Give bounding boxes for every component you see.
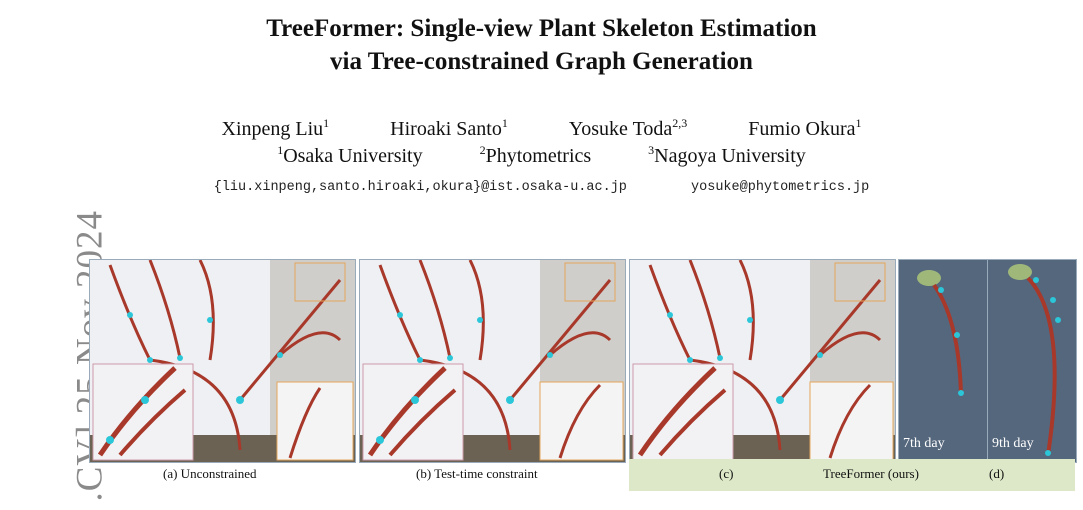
plant-image-c xyxy=(630,260,895,462)
figure-panel-b xyxy=(359,259,626,463)
figure-panel-a xyxy=(89,259,356,463)
caption-band xyxy=(629,459,1075,491)
day-label-7: 7th day xyxy=(903,436,945,451)
title-line-1: TreeFormer: Single-view Plant Skeleton E… xyxy=(266,15,817,42)
seedling-image-day9 xyxy=(988,260,1076,462)
title-line-2: via Tree-constrained Graph Generation xyxy=(330,48,753,75)
paper-title: TreeFormer: Single-view Plant Skeleton E… xyxy=(0,12,1083,78)
email: yosuke@phytometrics.jp xyxy=(691,180,870,195)
plant-image-a xyxy=(90,260,355,462)
figure-panel-c xyxy=(629,259,896,463)
author: Fumio Okura1 xyxy=(748,116,862,140)
email: {liu.xinpeng,santo.hiroaki,okura}@ist.os… xyxy=(213,180,627,195)
caption-treeformer: TreeFormer (ours) xyxy=(823,466,919,481)
author: Yosuke Toda2,3 xyxy=(568,116,688,140)
caption-c: (c) xyxy=(719,466,734,481)
affiliation: 2Phytometrics xyxy=(479,143,592,167)
caption-d: (d) xyxy=(989,466,1005,481)
affiliation: 1Osaka University xyxy=(277,143,423,167)
email-list: {liu.xinpeng,santo.hiroaki,okura}@ist.os… xyxy=(0,180,1083,195)
day-label-9: 9th day xyxy=(992,436,1034,451)
author: Xinpeng Liu1 xyxy=(221,116,330,140)
figure-panel-d-day9: 9th day xyxy=(987,259,1077,463)
affiliation: 3Nagoya University xyxy=(648,143,806,167)
caption-b: (b) Test-time constraint xyxy=(416,466,538,481)
author-list: Xinpeng Liu1 Hiroaki Santo1 Yosuke Toda2… xyxy=(0,116,1083,141)
caption-a: (a) Unconstrained xyxy=(163,466,257,481)
seedling-image-day7 xyxy=(899,260,987,462)
plant-image-b xyxy=(360,260,625,462)
author: Hiroaki Santo1 xyxy=(390,116,508,140)
figure-panel-d-day7: 7th day xyxy=(898,259,988,463)
affiliation-list: 1Osaka University 2Phytometrics 3Nagoya … xyxy=(0,143,1083,168)
